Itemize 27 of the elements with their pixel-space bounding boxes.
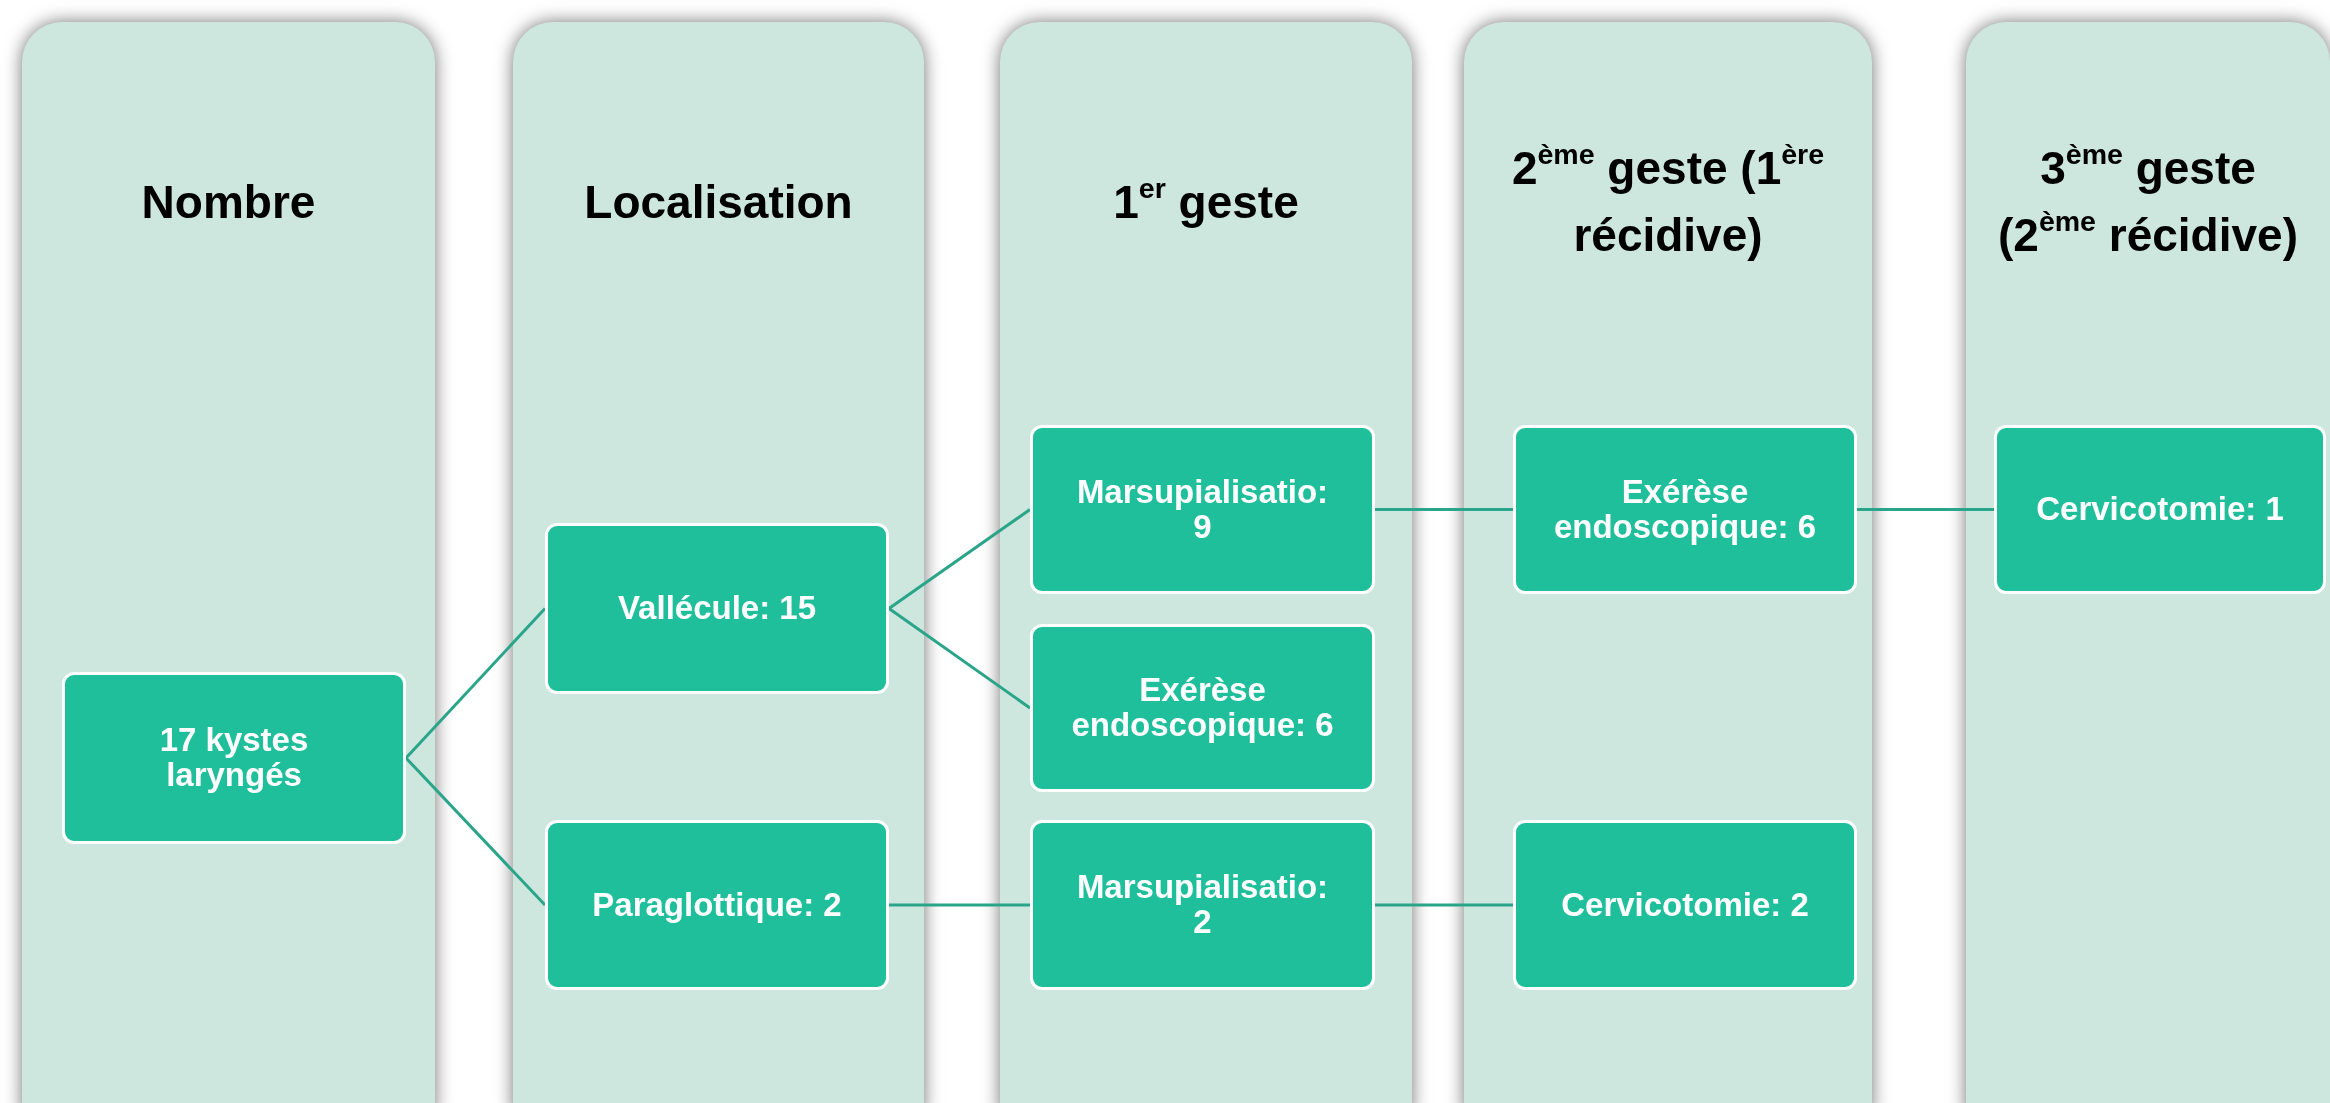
- connector-line: [1857, 508, 1994, 511]
- column-panel: [1464, 22, 1872, 1103]
- process-box: Vallécule: 15: [545, 523, 889, 694]
- column-panel: [1966, 22, 2330, 1103]
- process-box: Cervicotomie: 2: [1513, 820, 1857, 990]
- connector-line: [1375, 903, 1513, 907]
- column-heading: 2$^{ème}$ geste (1$^{ère}$ récidive): [1510, 137, 1826, 263]
- process-box: Marsupialisatio: 2: [1030, 820, 1375, 990]
- process-box: Paraglottique: 2: [545, 820, 889, 990]
- column-heading: Nombre: [141, 174, 316, 230]
- column-panel: [22, 22, 435, 1103]
- process-box: Exérèse endoscopique: 6: [1513, 425, 1857, 594]
- connector-line: [888, 508, 1031, 610]
- column-panel: [1000, 22, 1412, 1103]
- connector-line: [889, 903, 1030, 907]
- column-panel: [513, 22, 924, 1103]
- column-heading: Localisation: [584, 174, 853, 230]
- connector-line: [404, 607, 547, 759]
- process-box: 17 kystes laryngés: [62, 672, 406, 844]
- process-box: Exérèse endoscopique: 6: [1030, 624, 1375, 792]
- connector-line: [888, 607, 1031, 710]
- process-box: Marsupialisatio: 9: [1030, 425, 1375, 594]
- process-box: Cervicotomie: 1: [1994, 425, 2326, 594]
- connector-line: [404, 756, 547, 907]
- connector-line: [1375, 508, 1513, 511]
- column-heading: 1$^{er}$ geste: [1113, 170, 1299, 230]
- column-heading: 3$^{ème}$ geste (2$^{ème}$ récidive): [1997, 137, 2299, 263]
